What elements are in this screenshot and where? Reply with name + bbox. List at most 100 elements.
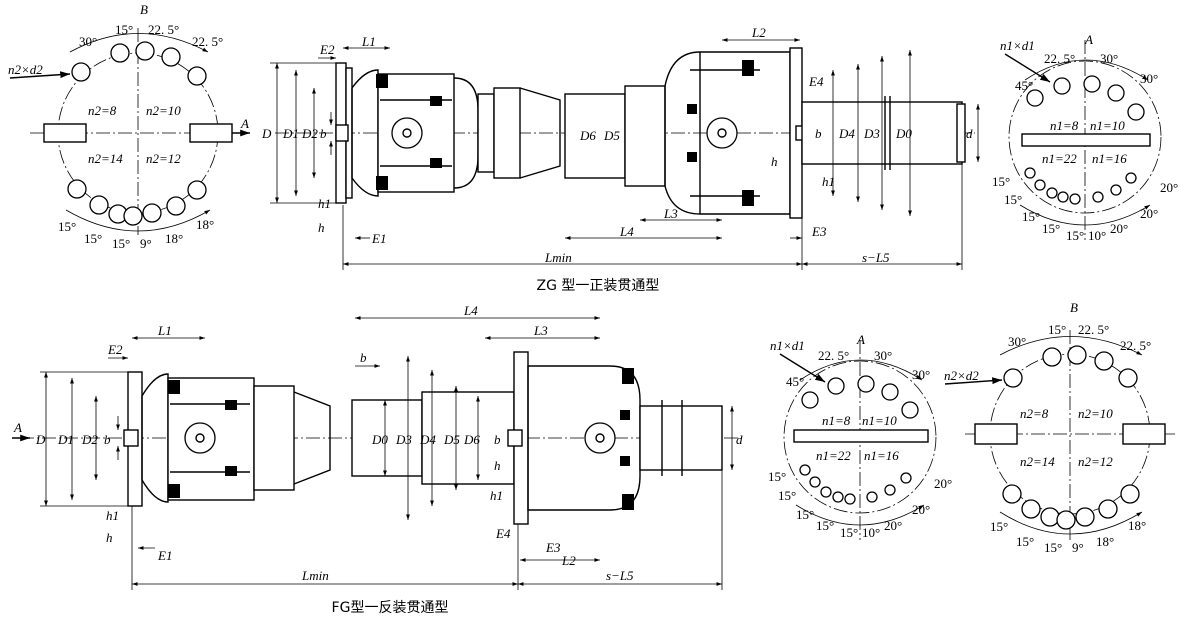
holes-label: n1=8 (822, 413, 851, 428)
holes-label: n1=22 (816, 448, 851, 463)
angle-label: 15° (992, 174, 1010, 189)
angle-label: 22. 5° (818, 348, 849, 363)
angle-label: 15° (816, 518, 834, 533)
dim-label: h (318, 220, 325, 235)
angle-label: 45° (1015, 78, 1033, 93)
dim-label: D (261, 126, 272, 141)
zg-view-b: B 30° 15° 22. 5° 22. 5° n2×d2 n2=8 n2=10… (8, 2, 250, 251)
holes-label: n2=10 (1078, 406, 1113, 421)
view-a-label: A (13, 420, 22, 435)
dim-label: b (104, 432, 111, 447)
holes-label: n2=14 (1020, 454, 1055, 469)
angle-label: 15° (1022, 209, 1040, 224)
dim-label: h1 (318, 196, 331, 211)
dim-label: E1 (157, 548, 172, 563)
angle-label: 18° (196, 217, 214, 232)
dim-label: d (736, 432, 743, 447)
dim-label: b (494, 432, 501, 447)
dim-label: h1 (106, 508, 119, 523)
dim-label: D3 (395, 432, 412, 447)
angle-label: 15° (112, 236, 130, 251)
dim-label: d (966, 126, 973, 141)
dim-label: s−L5 (862, 250, 890, 265)
angle-label: 15° (115, 22, 133, 37)
dim-label: h (771, 154, 778, 169)
angle-label: 15° (796, 507, 814, 522)
dim-label: D0 (895, 126, 912, 141)
caption-fg: FG型一反装贯通型 (332, 600, 449, 616)
dim-label: L4 (463, 303, 478, 318)
angle-label: 22. 5° (192, 34, 223, 49)
angle-label: 15° (840, 525, 858, 540)
angle-label: 15° (1016, 534, 1034, 549)
angle-label: 18° (165, 231, 183, 246)
dim-label: h1 (822, 174, 835, 189)
angle-label: 10° (1088, 228, 1106, 243)
angle-label: 15° (768, 469, 786, 484)
view-a-label: A (1084, 32, 1093, 47)
dim-label: h (494, 458, 501, 473)
angle-label: 20° (912, 502, 930, 517)
angle-label: 20° (1110, 221, 1128, 236)
caption-zg: ZG 型一正装贯通型 (537, 278, 660, 294)
fg-shaft: A D D1 D2 b (12, 303, 743, 616)
holes-label: n1=8 (1050, 118, 1079, 133)
angle-label: 30° (1140, 71, 1158, 86)
dim-label: D (35, 432, 46, 447)
dim-label: E3 (545, 540, 561, 555)
holes-label: n1=22 (1042, 151, 1077, 166)
view-a-label: A (240, 116, 249, 131)
zg-shaft: D D1 D2 b L1 E2 L2 E4 h1 h E1 L3 L4 E3 L… (261, 25, 980, 294)
holes-label: n1×d1 (1000, 38, 1035, 53)
angle-label: 15° (778, 488, 796, 503)
angle-label: 15° (58, 219, 76, 234)
angle-label: 15° (1042, 221, 1060, 236)
angle-label: 15° (84, 231, 102, 246)
dim-label: b (815, 126, 822, 141)
dim-label: E1 (371, 231, 386, 246)
angle-label: 22. 5° (1044, 51, 1075, 66)
angle-label: 15° (990, 519, 1008, 534)
angle-label: 20° (884, 518, 902, 533)
dim-label: D0 (371, 432, 388, 447)
angle-label: 9° (1072, 540, 1084, 555)
angle-label: 20° (1140, 206, 1158, 221)
dim-label: L1 (361, 34, 376, 49)
view-b-label: B (1070, 300, 1078, 315)
angle-label: 20° (934, 476, 952, 491)
dim-label: D1 (282, 126, 299, 141)
angle-label: 22. 5° (148, 22, 179, 37)
angle-label: 18° (1096, 534, 1114, 549)
angle-label: 18° (1128, 518, 1146, 533)
angle-label: 9° (140, 236, 152, 251)
holes-label: n1=16 (1092, 151, 1127, 166)
dim-label: L4 (619, 224, 634, 239)
holes-label: n1×d1 (770, 338, 805, 353)
angle-label: 22. 5° (1120, 338, 1151, 353)
dim-label: L2 (751, 25, 766, 40)
dim-label: E2 (107, 342, 123, 357)
dim-label: E3 (811, 224, 827, 239)
angle-label: 20° (1160, 180, 1178, 195)
angle-label: 30° (79, 34, 97, 49)
angle-label: 15° (1048, 322, 1066, 337)
dim-label: E4 (495, 526, 511, 541)
holes-label: n2=14 (88, 151, 123, 166)
angle-label: 10° (862, 525, 880, 540)
angle-label: 15° (1044, 540, 1062, 555)
dim-label: L3 (533, 323, 548, 338)
dim-label: D2 (301, 126, 318, 141)
holes-label: n2=8 (88, 103, 117, 118)
dim-label: D2 (81, 432, 98, 447)
holes-label: n2=10 (146, 103, 181, 118)
holes-label: n1=16 (864, 448, 899, 463)
dim-label: D1 (57, 432, 74, 447)
dim-label: D4 (419, 432, 436, 447)
dim-label: D6 (579, 128, 596, 143)
dim-label: b (360, 350, 367, 365)
dim-label: D5 (443, 432, 460, 447)
holes-label: n2=12 (146, 151, 181, 166)
view-a-label: A (856, 332, 865, 347)
dim-label: D4 (838, 126, 855, 141)
